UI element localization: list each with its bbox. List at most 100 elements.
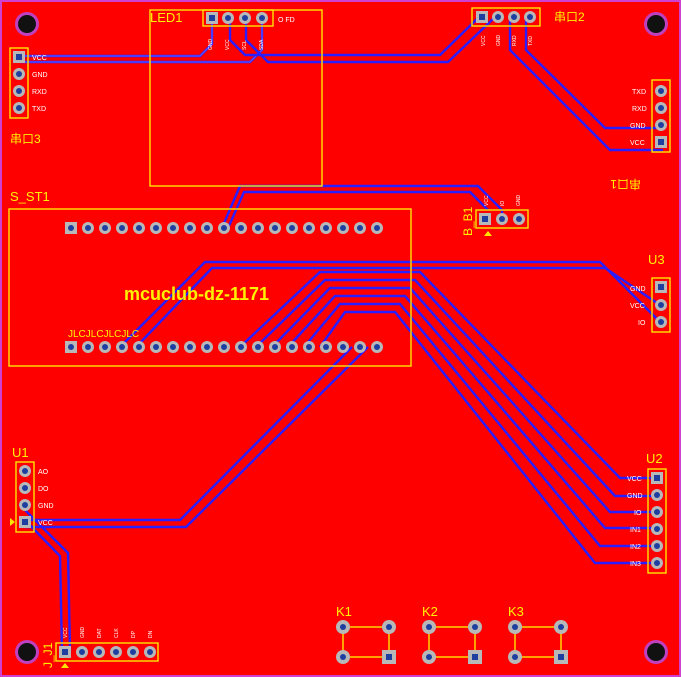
k2-ref: K2 bbox=[422, 604, 438, 619]
u2-ref: U2 bbox=[646, 451, 663, 466]
u1-pin-1: DO bbox=[38, 486, 49, 493]
traces bbox=[20, 17, 663, 653]
s-st1-pad-hole bbox=[272, 344, 278, 350]
serial2-pin-3: TXD bbox=[528, 36, 534, 46]
led1-pin-1: VCC bbox=[225, 39, 231, 50]
u3-module: U3 GND VCC IO bbox=[630, 252, 671, 333]
s-st1-pad-hole bbox=[374, 225, 380, 231]
s-st1-pad-hole bbox=[289, 225, 295, 231]
serial1-pin-2: GND bbox=[630, 123, 646, 130]
s-st1-pad-hole bbox=[204, 344, 210, 350]
key-k2: K2 bbox=[422, 604, 482, 664]
serial3-pin-2: RXD bbox=[32, 89, 47, 96]
s-st1-pad-hole bbox=[85, 344, 91, 350]
s-st1-pad-hole bbox=[170, 344, 176, 350]
u2-pin-0: VCC bbox=[627, 476, 642, 483]
serial1-ref: 串口1 bbox=[610, 177, 641, 191]
jlc-mark: JLCJLCJLCJLC bbox=[68, 329, 139, 340]
u1-pin-2: GND bbox=[38, 503, 54, 510]
b-b1-pin-0: VCC bbox=[484, 195, 490, 206]
k3-ref: K3 bbox=[508, 604, 524, 619]
s-st1-pad-hole bbox=[68, 344, 74, 350]
serial3-pin-3: TXD bbox=[32, 106, 46, 113]
u2-pin-5: IN3 bbox=[630, 561, 641, 568]
key-k1: K1 bbox=[336, 604, 396, 664]
serial1-pin-3: VCC bbox=[630, 140, 645, 147]
serial3-pin-1: GND bbox=[32, 72, 48, 79]
s-st1-pad-hole bbox=[153, 225, 159, 231]
s-st1-top-pins bbox=[65, 222, 383, 234]
u1-ref: U1 bbox=[12, 445, 29, 460]
k1-ref: K1 bbox=[336, 604, 352, 619]
serial1-pin-0: TXD bbox=[632, 89, 646, 96]
s-st1-pad-hole bbox=[187, 344, 193, 350]
s-st1-pad-hole bbox=[255, 344, 261, 350]
led1-module: LED1 O FD GND VCC SCL SDA bbox=[149, 9, 323, 187]
s-st1-pad-hole bbox=[221, 344, 227, 350]
j-j1-module: J_J1 VCC GND DAT CLK DP DN bbox=[41, 627, 159, 668]
s-st1-pad-hole bbox=[187, 225, 193, 231]
s-st1-pad-hole bbox=[136, 344, 142, 350]
s-st1-pad-hole bbox=[306, 344, 312, 350]
key-k3: K3 bbox=[508, 604, 568, 664]
u2-pin-2: IO bbox=[634, 510, 642, 517]
u3-pin-2: IO bbox=[638, 320, 646, 327]
u1-pin-0: AO bbox=[38, 469, 49, 476]
j-j1-pin-4: DP bbox=[131, 630, 137, 638]
u2-pin-4: IN2 bbox=[630, 544, 641, 551]
led1-pin-2: SCL bbox=[242, 40, 248, 50]
u1-pin-3: VCC bbox=[38, 520, 53, 527]
serial2-pin-0: VCC bbox=[481, 35, 487, 46]
s-st1-pad-hole bbox=[102, 344, 108, 350]
u2-module: U2 VCC GND IO IN1 IN2 IN3 bbox=[627, 451, 667, 574]
s-st1-pad-hole bbox=[323, 344, 329, 350]
serial1-pin-1: RXD bbox=[632, 106, 647, 113]
serial3-header: VCC GND RXD TXD 串口3 bbox=[9, 47, 48, 146]
led1-pin-3: SDA bbox=[259, 39, 265, 50]
serial2-pin-1: GND bbox=[496, 35, 502, 47]
serial2-ref: 串口2 bbox=[554, 10, 585, 24]
s-st1-pad-hole bbox=[306, 225, 312, 231]
s-st1-pad-hole bbox=[153, 344, 159, 350]
led1-ref: LED1 bbox=[150, 10, 183, 25]
s-st1-pad-hole bbox=[85, 225, 91, 231]
s-st1-pad-hole bbox=[119, 344, 125, 350]
s-st1-pad-hole bbox=[272, 225, 278, 231]
s-st1-pad-hole bbox=[255, 225, 261, 231]
s-st1-ref: S_ST1 bbox=[10, 189, 50, 204]
serial1-header: TXD RXD GND VCC 串口1 bbox=[610, 79, 671, 191]
serial3-ref: 串口3 bbox=[10, 132, 41, 146]
s-st1-module: S_ST1 mcuclub-dz-1171 JLCJLCJLCJLC bbox=[8, 189, 412, 367]
s-st1-bottom-pins bbox=[65, 341, 383, 353]
j-j1-pin-5: DN bbox=[148, 630, 154, 638]
j-j1-pin-3: CLK bbox=[114, 628, 120, 638]
b-b1-pin-2: GND bbox=[516, 195, 522, 207]
b-b1-module: B_B1 VCC IO GND bbox=[461, 195, 529, 236]
b-b1-pin-1: IO bbox=[500, 201, 506, 206]
j-j1-pin-0: VCC bbox=[63, 627, 69, 638]
s-st1-pad-hole bbox=[238, 225, 244, 231]
serial3-pin-0: VCC bbox=[32, 55, 47, 62]
s-st1-pad-hole bbox=[340, 344, 346, 350]
s-st1-pad-hole bbox=[170, 225, 176, 231]
u3-pin-1: VCC bbox=[630, 303, 645, 310]
s-st1-pad-hole bbox=[136, 225, 142, 231]
u2-pin-3: IN1 bbox=[630, 527, 641, 534]
board-title: mcuclub-dz-1171 bbox=[124, 284, 269, 304]
s-st1-pad-hole bbox=[374, 344, 380, 350]
s-st1-pad-hole bbox=[68, 225, 74, 231]
s-st1-pad-hole bbox=[102, 225, 108, 231]
u1-module: U1 AO DO GND VCC bbox=[10, 445, 54, 533]
s-st1-pad-hole bbox=[357, 225, 363, 231]
j-j1-pin-1: GND bbox=[80, 627, 86, 639]
mounting-holes bbox=[15, 12, 668, 664]
s-st1-pad-hole bbox=[340, 225, 346, 231]
s-st1-pad-hole bbox=[119, 225, 125, 231]
j-j1-ref: J_J1 bbox=[41, 642, 55, 668]
s-st1-pad-hole bbox=[238, 344, 244, 350]
u3-ref: U3 bbox=[648, 252, 665, 267]
s-st1-pad-hole bbox=[357, 344, 363, 350]
u3-pin-0: GND bbox=[630, 286, 646, 293]
u2-pin-1: GND bbox=[627, 493, 643, 500]
